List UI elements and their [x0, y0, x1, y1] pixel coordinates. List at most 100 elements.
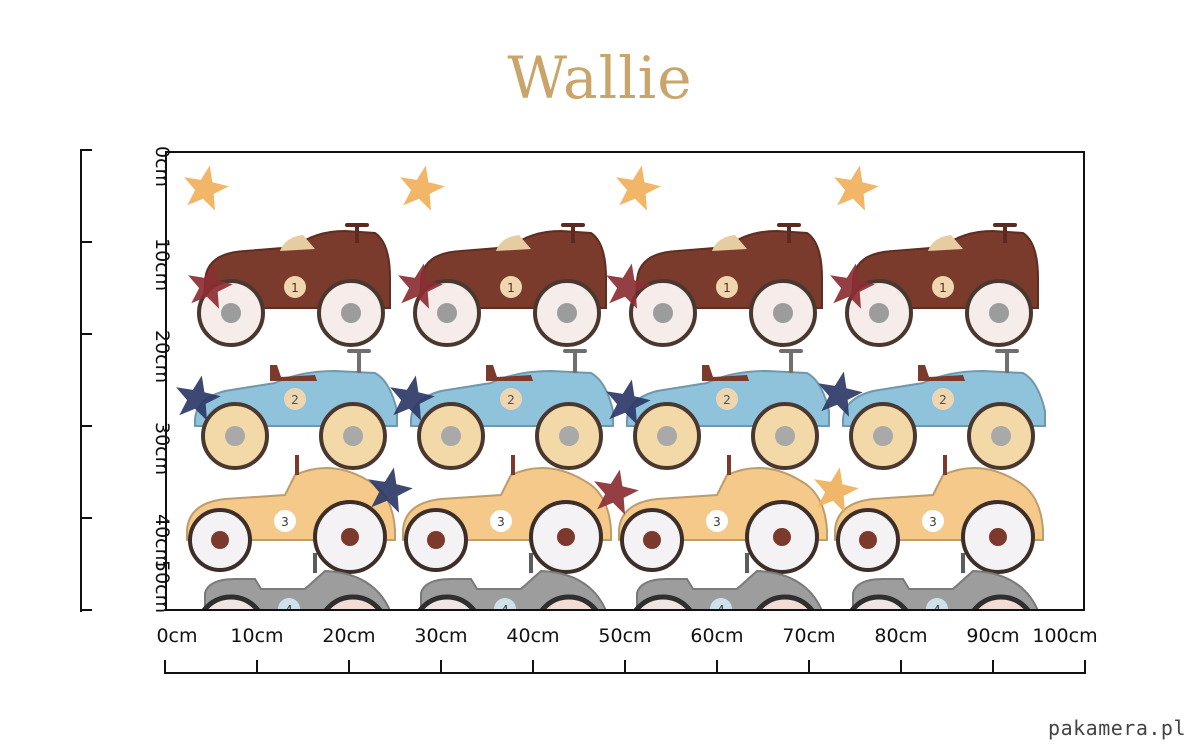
horizontal-ruler-label: 80cm: [874, 625, 928, 647]
car-wheel: [201, 594, 261, 609]
vertical-ruler-label: 0cm: [151, 146, 173, 188]
number-badge: [710, 598, 732, 609]
car-seat: [270, 365, 317, 381]
number-badge: [932, 276, 954, 298]
wheel-hub: [991, 426, 1011, 446]
number-badge: [494, 598, 516, 609]
wheel-hub: [341, 303, 361, 323]
steering-wheel: [347, 349, 371, 353]
race-car-sticker: 4: [633, 553, 823, 609]
horizontal-ruler-tick: [808, 660, 810, 674]
vertical-ruler-label: 20cm: [151, 330, 173, 384]
star-sticker: [398, 263, 443, 309]
star-sticker: [814, 467, 859, 513]
car-number: 1: [939, 281, 947, 295]
wheel-hub: [653, 303, 673, 323]
wheel-hub: [989, 528, 1007, 546]
star-sticker: [818, 371, 863, 417]
car-seat: [712, 235, 747, 251]
car-number: 2: [939, 393, 947, 407]
car-number: 1: [507, 281, 515, 295]
number-badge: [500, 388, 522, 410]
car-seat: [486, 365, 533, 381]
horizontal-ruler-label: 70cm: [782, 625, 836, 647]
horizontal-ruler-label: 60cm: [690, 625, 744, 647]
wheel-hub: [773, 303, 793, 323]
sticker-sheet-art: 1111222233334444: [176, 165, 1046, 609]
car-number: 1: [291, 281, 299, 295]
wheel-hub: [211, 531, 229, 549]
horizontal-ruler-label: 90cm: [966, 625, 1020, 647]
steering-column: [355, 225, 359, 243]
number-badge: [932, 388, 954, 410]
car-wheel: [323, 594, 383, 609]
wheel-hub: [657, 426, 677, 446]
wheel-hub: [557, 528, 575, 546]
number-badge: [278, 598, 300, 609]
vertical-ruler-tick: [80, 425, 92, 427]
horizontal-ruler-label: 30cm: [414, 625, 468, 647]
steering-column: [745, 553, 749, 573]
car-number: 4: [501, 603, 509, 609]
horizontal-ruler-tick: [716, 660, 718, 674]
car-seat: [928, 235, 963, 251]
wheel-hub: [343, 426, 363, 446]
vertical-ruler-label: 10cm: [151, 238, 173, 292]
race-car-sticker: 3: [834, 455, 1044, 574]
race-car-sticker: 1: [413, 223, 607, 347]
vertical-ruler-tick: [80, 149, 92, 151]
car-number: 2: [723, 393, 731, 407]
vertical-ruler-label: 30cm: [151, 422, 173, 476]
steering-wheel: [779, 349, 803, 353]
race-car-sticker: 1: [845, 223, 1039, 347]
watermark: pakamera.pl: [1048, 716, 1186, 740]
steering-column: [789, 351, 793, 373]
star-sticker: [594, 469, 639, 515]
horizontal-ruler-tick: [164, 660, 166, 674]
car-seat: [496, 235, 531, 251]
number-badge: [716, 388, 738, 410]
vertical-ruler-tick: [80, 333, 92, 335]
car-number: 2: [507, 393, 515, 407]
star-sticker: [606, 263, 651, 309]
horizontal-ruler-label: 0cm: [156, 625, 198, 647]
vertical-ruler-tick: [80, 517, 92, 519]
wheel-hub: [437, 303, 457, 323]
car-seat: [702, 365, 749, 381]
wheel-hub: [427, 531, 445, 549]
number-badge: [490, 510, 512, 532]
car-wheel: [633, 594, 693, 609]
star-sticker: [176, 375, 221, 421]
steering-column: [511, 455, 515, 475]
horizontal-ruler-tick: [900, 660, 902, 674]
race-car-sticker: 4: [849, 553, 1039, 609]
star-sticker: [616, 165, 661, 211]
car-number: 4: [933, 603, 941, 609]
race-car-sticker: 2: [194, 349, 398, 470]
steering-column: [1003, 225, 1007, 243]
race-car-sticker: 2: [842, 349, 1046, 470]
wheel-hub: [775, 426, 795, 446]
car-number: 3: [497, 515, 505, 529]
number-badge: [500, 276, 522, 298]
steering-wheel: [563, 349, 587, 353]
brand-logo: Wallie: [507, 44, 693, 112]
horizontal-ruler-tick: [440, 660, 442, 674]
steering-wheel: [345, 223, 369, 227]
car-wheel: [849, 594, 909, 609]
horizontal-ruler-tick: [1084, 660, 1086, 674]
horizontal-ruler-tick: [532, 660, 534, 674]
car-number: 3: [713, 515, 721, 529]
wheel-hub: [989, 303, 1009, 323]
race-car-sticker: 3: [186, 455, 396, 574]
car-seat: [918, 365, 965, 381]
steering-wheel: [993, 223, 1017, 227]
wheel-hub: [221, 303, 241, 323]
wheel-hub: [859, 531, 877, 549]
car-wheel: [755, 594, 815, 609]
horizontal-ruler-label: 40cm: [506, 625, 560, 647]
car-number: 3: [281, 515, 289, 529]
wheel-hub: [873, 426, 893, 446]
vertical-ruler-tick: [80, 609, 92, 611]
horizontal-ruler-tick: [624, 660, 626, 674]
